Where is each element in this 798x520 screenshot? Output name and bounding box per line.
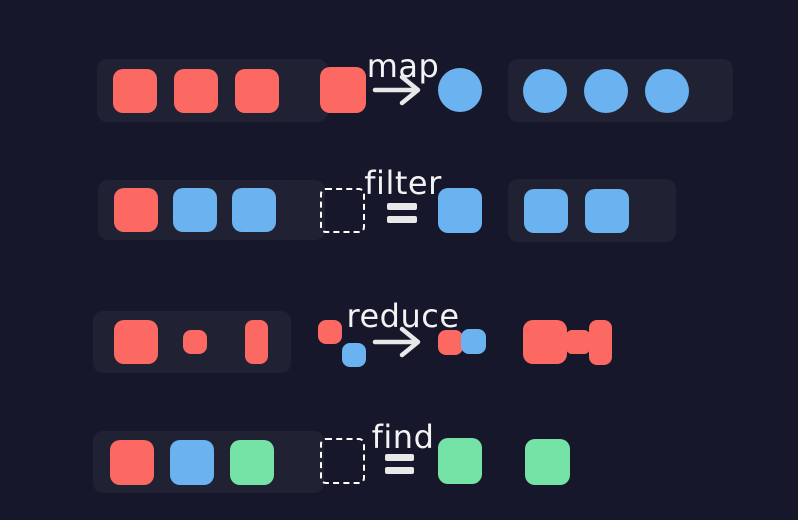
blue-square [170,439,214,485]
blue-circle [584,68,628,113]
reduce-input-array [93,311,291,373]
filter-predicate-placeholder [320,188,365,233]
find-predicate-placeholder [320,438,365,484]
blue-square [232,188,276,232]
equals-icon [387,203,417,223]
tall-red-rect [245,320,268,364]
blue-circle [523,68,567,113]
small-red-square [183,330,207,354]
filter-output-array [508,179,676,242]
filter-input-array [98,180,325,240]
equals-icon [385,454,414,474]
equals-bar [387,216,417,223]
reduce-acc-red-square [318,320,342,344]
red-square [174,68,218,113]
merged-tall-rect [589,320,612,365]
map-input-array [97,59,328,122]
find-predicate-green-square [438,438,482,484]
blue-square [173,188,217,232]
blue-circle [645,68,689,113]
reduce-combined-blue-square [461,329,486,354]
red-square [114,188,158,232]
merged-connector-square [566,330,590,354]
arrow-icon [372,326,421,358]
filter-predicate-blue-square [438,188,482,233]
red-square [110,439,154,485]
map-result-blue-circle [438,68,482,112]
equals-bar [385,467,414,474]
red-square [113,68,157,113]
merged-large-square [523,320,567,364]
equals-bar [385,454,414,461]
find-input-array [93,431,324,493]
blue-square [524,188,568,233]
equals-bar [387,203,417,210]
map-output-array [508,59,733,122]
blue-square [585,188,629,233]
find-output-green-square [525,439,570,485]
green-square [230,439,274,485]
filter-title: filter [364,163,442,202]
reduce-combined-red-square [438,330,463,355]
arrow-icon [372,74,421,106]
reduce-acc-blue-square [342,343,366,367]
red-square [235,68,279,113]
map-arg-red-square [320,67,366,113]
find-title: find [371,417,435,456]
large-red-square [114,320,158,364]
